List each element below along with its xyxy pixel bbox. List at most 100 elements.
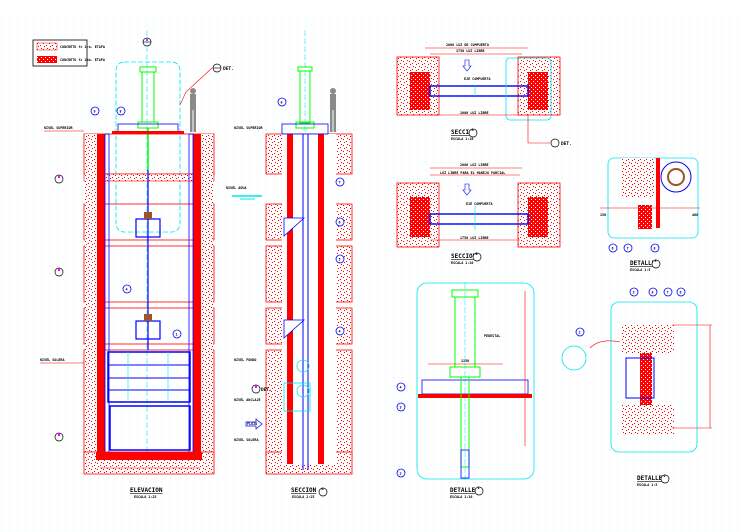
callout-6: 6 bbox=[335, 217, 345, 227]
svg-text:9: 9 bbox=[94, 110, 96, 114]
svg-text:DET.: DET. bbox=[261, 387, 272, 393]
svg-text:4: 4 bbox=[126, 288, 128, 292]
callout-2b: 2 bbox=[575, 327, 585, 337]
svg-text:NIVEL ANCLAJE: NIVEL ANCLAJE bbox=[234, 398, 261, 402]
svg-text:NIVEL SUPERIOR: NIVEL SUPERIOR bbox=[234, 126, 264, 130]
svg-text:NIVEL SOLERA: NIVEL SOLERA bbox=[234, 438, 259, 442]
elevation-title: ELEVACION bbox=[130, 487, 163, 494]
callout-7: 7 bbox=[335, 177, 345, 187]
legend-label-2: CONCRETO fc 2da. ETAPA bbox=[60, 58, 105, 62]
svg-text:400: 400 bbox=[692, 213, 698, 217]
section-b-plan-title: SECCION bbox=[451, 253, 477, 260]
svg-text:4: 4 bbox=[400, 386, 402, 390]
detail-1-title: DETALLE bbox=[450, 487, 476, 494]
svg-text:ESCALA 1:25: ESCALA 1:25 bbox=[292, 495, 314, 499]
section-marker-b-left bbox=[54, 174, 64, 184]
svg-text:ESCALA 1:10: ESCALA 1:10 bbox=[451, 137, 473, 141]
svg-text:150: 150 bbox=[600, 213, 606, 217]
callout-4: 4 bbox=[122, 284, 132, 294]
svg-text:ESCALA 1:10: ESCALA 1:10 bbox=[450, 495, 472, 499]
legend-swatch-2 bbox=[37, 56, 57, 63]
section-a-plan-view: 2000 LUZ DE COMPUERTA 1750 LUZ LIBRE 200… bbox=[396, 43, 572, 148]
svg-text:5: 5 bbox=[339, 258, 341, 262]
callout-8: 8 bbox=[116, 106, 126, 116]
section-a-plan-title: SECCION bbox=[451, 129, 477, 136]
elevation-scale: ESCALA 1:25 bbox=[134, 495, 156, 499]
svg-text:DET.: DET. bbox=[223, 66, 234, 72]
svg-text:8: 8 bbox=[652, 291, 654, 295]
detail-1-view: 1150 PEDESTAL 4 3 2 DETALLE 1 ESCALA 1:1… bbox=[396, 282, 535, 499]
svg-text:2: 2 bbox=[579, 331, 581, 335]
section-marker-a-left bbox=[54, 432, 64, 442]
section-b-plan-view: 2000 LUZ LIBRE LUZ LIBRE PARA EL MANEJO … bbox=[396, 163, 561, 265]
svg-text:1: 1 bbox=[478, 486, 480, 490]
callout-3: 3 bbox=[396, 402, 406, 412]
svg-text:6: 6 bbox=[612, 247, 614, 251]
svg-text:ESCALA 1:10: ESCALA 1:10 bbox=[451, 261, 473, 265]
svg-text:PEDESTAL: PEDESTAL bbox=[484, 334, 500, 338]
gate-leaf bbox=[107, 351, 191, 451]
svg-text:7: 7 bbox=[339, 181, 341, 185]
water-level-marker bbox=[232, 195, 262, 200]
det-callout-1: DET. bbox=[179, 63, 234, 106]
svg-text:NIVEL SOLERA: NIVEL SOLERA bbox=[40, 358, 65, 362]
callout-5: 5 bbox=[335, 254, 345, 264]
callout-7b: 7 bbox=[623, 243, 633, 253]
svg-text:EJE COMPUERTA: EJE COMPUERTA bbox=[466, 202, 493, 206]
svg-text:4: 4 bbox=[339, 330, 341, 334]
svg-text:NIVEL FONDO: NIVEL FONDO bbox=[234, 358, 256, 362]
callout-2: 2 bbox=[396, 468, 406, 478]
svg-text:1750 LUZ LIBRE: 1750 LUZ LIBRE bbox=[460, 236, 489, 240]
callout-8b: 8 bbox=[277, 97, 287, 107]
callout-8d: 8 bbox=[648, 287, 658, 297]
svg-text:6: 6 bbox=[680, 291, 682, 295]
svg-text:2: 2 bbox=[400, 472, 402, 476]
det-callout-3: DET. bbox=[527, 115, 572, 148]
callout-4b: 4 bbox=[335, 326, 345, 336]
detail-2-view: 2 3 8 7 6 DETALLE 2 ESCALA 1:5 bbox=[561, 287, 712, 487]
detail-3-view: 150 400 6 7 8 DETALLE 3 ESCALA 1:5 bbox=[600, 157, 700, 272]
section-a-title: SECCION bbox=[291, 487, 317, 494]
section-marker-b-left-2 bbox=[54, 267, 64, 277]
svg-text:7: 7 bbox=[667, 291, 669, 295]
svg-text:2000 LUZ DE COMPUERTA: 2000 LUZ DE COMPUERTA bbox=[446, 43, 489, 47]
detail-3-title: DETALLE bbox=[630, 260, 656, 267]
svg-text:7: 7 bbox=[627, 247, 629, 251]
svg-text:8: 8 bbox=[281, 101, 283, 105]
callout-8c: 8 bbox=[650, 243, 660, 253]
flow-arrow: FLUJO bbox=[245, 418, 263, 430]
svg-text:3: 3 bbox=[655, 259, 657, 263]
svg-text:2000 LUZ LIBRE: 2000 LUZ LIBRE bbox=[460, 111, 489, 115]
svg-text:FLUJO: FLUJO bbox=[247, 422, 257, 426]
person-figure-2 bbox=[330, 88, 336, 132]
callout-6b: 6 bbox=[608, 243, 618, 253]
elevation-view: DET. bbox=[40, 30, 234, 499]
svg-text:LUZ LIBRE PARA EL MANEJO PARCI: LUZ LIBRE PARA EL MANEJO PARCIAL bbox=[440, 171, 505, 175]
svg-text:A: A bbox=[472, 128, 474, 132]
svg-text:8: 8 bbox=[654, 247, 656, 251]
svg-text:ESCALA 1:5: ESCALA 1:5 bbox=[630, 268, 650, 272]
svg-text:DET.: DET. bbox=[561, 141, 572, 147]
svg-text:8: 8 bbox=[120, 110, 122, 114]
svg-text:ESCALA 1:5: ESCALA 1:5 bbox=[637, 483, 657, 487]
svg-text:1750 LUZ LIBRE: 1750 LUZ LIBRE bbox=[456, 49, 485, 53]
legend-label-1: CONCRETO fc 1ra. ETAPA bbox=[60, 45, 105, 49]
svg-text:3: 3 bbox=[633, 291, 635, 295]
svg-text:A: A bbox=[322, 487, 324, 491]
callout-3b: 3 bbox=[629, 287, 639, 297]
elevation-walls bbox=[83, 133, 215, 475]
svg-text:6: 6 bbox=[339, 221, 341, 225]
callout-9: 9 bbox=[90, 106, 100, 116]
dot-grid bbox=[0, 14, 744, 532]
svg-text:2: 2 bbox=[664, 474, 666, 478]
callout-1: 1 bbox=[172, 329, 182, 339]
svg-text:2000 LUZ LIBRE: 2000 LUZ LIBRE bbox=[460, 163, 489, 167]
svg-text:NIVEL AGUA: NIVEL AGUA bbox=[226, 186, 246, 190]
legend-swatch-1 bbox=[36, 42, 58, 51]
section-a-side-view: NIVEL SUPERIOR NIVEL AGUA NIVEL FONDO NI… bbox=[226, 30, 353, 499]
svg-text:NIVEL SUPERIOR: NIVEL SUPERIOR bbox=[44, 126, 74, 130]
svg-text:EJE COMPUERTA: EJE COMPUERTA bbox=[464, 77, 491, 81]
callout-7c: 7 bbox=[663, 287, 673, 297]
svg-text:1: 1 bbox=[176, 333, 178, 337]
